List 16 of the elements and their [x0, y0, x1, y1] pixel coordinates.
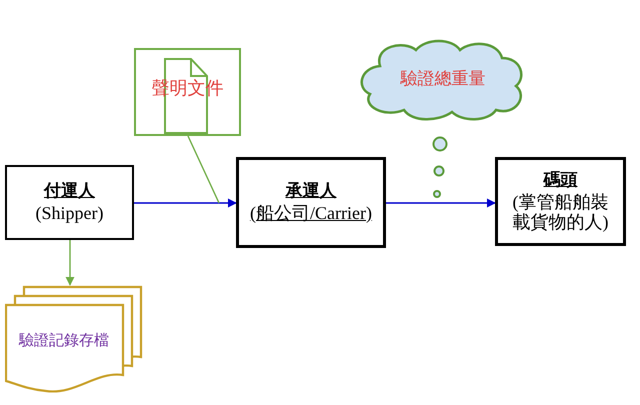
process-box [495, 157, 626, 246]
leader-line [187, 136, 220, 204]
box-heading: 付運人 [44, 181, 95, 201]
cloud-label: 驗證總重量 [400, 70, 486, 90]
arrow [66, 240, 74, 286]
document-label: 驗證記錄存檔 [19, 332, 109, 350]
arrow [134, 198, 237, 208]
arrow [386, 198, 496, 208]
process-box [236, 157, 386, 248]
box-heading: 碼頭 [544, 170, 578, 190]
box-heading: 承運人 [286, 181, 336, 201]
process-box [5, 165, 134, 240]
box-subtitle: (Shipper) [36, 202, 104, 224]
box-subtitle: (掌管船舶裝載貨物的人) [512, 192, 610, 233]
box-subtitle: (船公司/Carrier) [250, 202, 372, 224]
callout-box [134, 48, 241, 136]
